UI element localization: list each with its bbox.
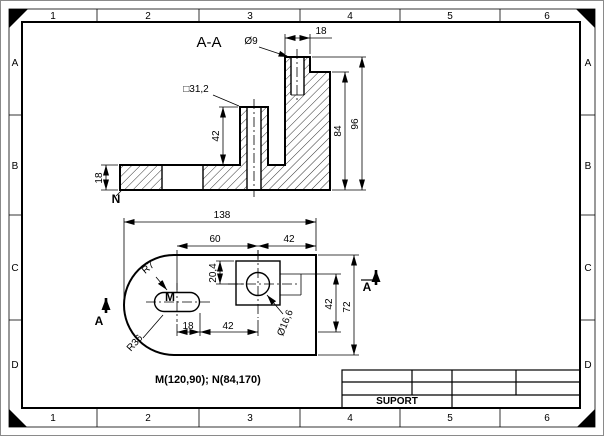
grid-col-label: 5	[447, 11, 453, 22]
grid-col-label: 3	[247, 413, 253, 424]
point-m-label: M	[165, 290, 175, 304]
dim-offset-20-4: 20,4	[208, 263, 219, 283]
section-cut-marks: A A	[95, 270, 381, 328]
grid-row-label: C	[11, 263, 18, 274]
grid-col-label: 2	[145, 11, 151, 22]
grid-ticks	[9, 9, 595, 427]
part-name: SUPORT	[376, 396, 418, 407]
grid-row-label: A	[585, 58, 592, 69]
grid-row-label: B	[12, 161, 19, 172]
grid-col-label: 6	[544, 11, 550, 22]
dim-top-width: 18	[315, 26, 327, 37]
section-letter-left: A	[95, 314, 104, 328]
coordinates-note: M(120,90); N(84,170)	[155, 374, 261, 386]
grid-labels: 1 2 3 4 5 6 1 2 3 4 5 6 A B C D A B C D	[11, 11, 591, 424]
corner-mark-bottom-right	[577, 409, 595, 427]
plan-outline	[123, 254, 317, 356]
grid-row-label: C	[584, 263, 591, 274]
grid-row-label: A	[12, 58, 19, 69]
grid-col-label: 6	[544, 413, 550, 424]
corner-mark-top-left	[9, 9, 28, 28]
dim-height-42: 42	[324, 298, 335, 310]
section-view: A-A	[94, 26, 366, 206]
dim-base-height: 18	[94, 172, 105, 184]
grid-col-label: 5	[447, 413, 453, 424]
corner-mark-bottom-left	[9, 409, 27, 427]
sheet-frame	[8, 8, 596, 428]
dim-offset-42: 42	[222, 321, 234, 332]
dim-height-96: 96	[350, 118, 361, 130]
corner-mark-top-right	[576, 9, 595, 28]
section-hatching	[120, 56, 330, 190]
dim-width-60: 60	[209, 234, 221, 245]
grid-col-label: 4	[347, 413, 353, 424]
plan-slot	[153, 291, 201, 313]
grid-row-label: D	[584, 360, 591, 371]
grid-col-label: 2	[145, 413, 151, 424]
grid-col-label: 1	[50, 11, 56, 22]
plan-step-lines	[280, 274, 302, 296]
dim-hole-dia: Ø9	[244, 36, 258, 47]
section-dimensions: 18 42 □31,2 Ø9 18 84 96	[94, 26, 366, 206]
grid-col-label: 3	[247, 11, 253, 22]
dim-square: □31,2	[183, 84, 209, 95]
title-block: SUPORT	[341, 369, 581, 409]
grid-row-label: D	[11, 360, 18, 371]
dim-width-42: 42	[283, 234, 295, 245]
point-n-label: N	[112, 192, 121, 206]
dim-length: 138	[214, 210, 231, 221]
section-inner-edges	[161, 57, 305, 190]
section-centerlines	[253, 49, 298, 197]
dim-height-72: 72	[342, 301, 353, 313]
dim-boss-height: 42	[211, 130, 222, 142]
section-letter-right: A	[363, 280, 372, 294]
dim-height-84: 84	[333, 125, 344, 137]
section-title: A-A	[196, 34, 221, 51]
grid-col-label: 1	[50, 413, 56, 424]
dim-offset-18: 18	[182, 321, 194, 332]
grid-col-label: 4	[347, 11, 353, 22]
section-outline	[119, 56, 331, 191]
grid-row-label: B	[585, 161, 592, 172]
